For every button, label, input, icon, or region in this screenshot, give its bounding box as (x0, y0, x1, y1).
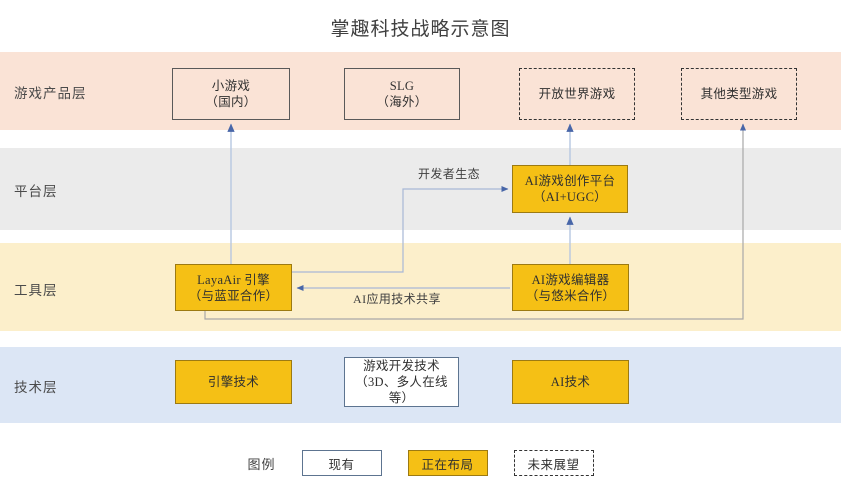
legend-chip-future[interactable]: 未来展望 (513, 450, 594, 476)
legend-title: 图例 (247, 456, 276, 472)
node-other-genre[interactable]: 其他类型游戏 (681, 68, 797, 120)
node-layaair-engine[interactable]: LayaAir 引擎 （与蓝亚合作） (175, 264, 292, 311)
legend-chip-building[interactable]: 正在布局 (407, 450, 488, 476)
node-layaair-engine-line-2: （与蓝亚合作） (188, 288, 279, 303)
legend-chip-existing[interactable]: 现有 (301, 450, 382, 476)
node-ai-tech-line-1: AI技术 (550, 375, 591, 389)
node-mini-game-line-1: 小游戏 (211, 79, 251, 93)
layer-label-product: 游戏产品层 (14, 86, 87, 101)
layer-band-tools: 工具层 (0, 243, 841, 331)
layer-label-tech: 技术层 (14, 380, 58, 395)
node-game-dev-tech-line-1: 游戏开发技术 (363, 359, 440, 373)
node-other-genre-line-1: 其他类型游戏 (700, 87, 778, 101)
page-title: 掌趣科技战略示意图 (330, 19, 511, 40)
layer-label-platform: 平台层 (14, 184, 58, 199)
node-mini-game[interactable]: 小游戏 （国内） (172, 68, 290, 120)
layer-band-product: 游戏产品层 (0, 52, 841, 130)
node-ai-game-editor[interactable]: AI游戏编辑器 （与悠米合作） (512, 264, 629, 311)
layer-label-tools: 工具层 (14, 283, 58, 298)
node-open-world-line-1: 开放世界游戏 (538, 87, 616, 101)
node-ai-game-editor-line-1: AI游戏编辑器 (531, 272, 610, 287)
node-slg-line-2: （海外） (376, 95, 428, 109)
node-mini-game-line-2: （国内） (205, 95, 257, 109)
node-ai-game-editor-line-2: （与悠米合作） (525, 288, 616, 303)
node-ai-create-platform-line-1: AI游戏创作平台 (524, 174, 616, 188)
node-game-dev-tech[interactable]: 游戏开发技术 （3D、多人在线 等） (344, 357, 459, 407)
edge-developer-ecosystem (292, 185, 509, 273)
edge-label-ai-tech-sharing: AI应用技术共享 (353, 292, 441, 306)
node-ai-create-platform[interactable]: AI游戏创作平台 （AI+UGC） (512, 165, 628, 213)
node-ai-create-platform-line-2: （AI+UGC） (532, 190, 608, 204)
node-open-world[interactable]: 开放世界游戏 (519, 68, 635, 120)
node-layaair-engine-line-1: LayaAir 引擎 (197, 272, 270, 287)
edge-label-developer-ecosystem: 开发者生态 (418, 167, 481, 181)
node-game-dev-tech-line-2: （3D、多人在线 (355, 375, 448, 389)
node-engine-tech[interactable]: 引擎技术 (175, 360, 292, 404)
edge-layaair-to-othergenre (204, 123, 747, 320)
node-game-dev-tech-line-3: 等） (388, 391, 415, 405)
node-engine-tech-line-1: 引擎技术 (207, 375, 260, 389)
node-ai-tech[interactable]: AI技术 (512, 360, 629, 404)
node-slg-line-1: SLG (389, 79, 415, 93)
legend: 图例 现有 正在布局 未来展望 (0, 450, 841, 476)
node-slg[interactable]: SLG （海外） (344, 68, 460, 120)
